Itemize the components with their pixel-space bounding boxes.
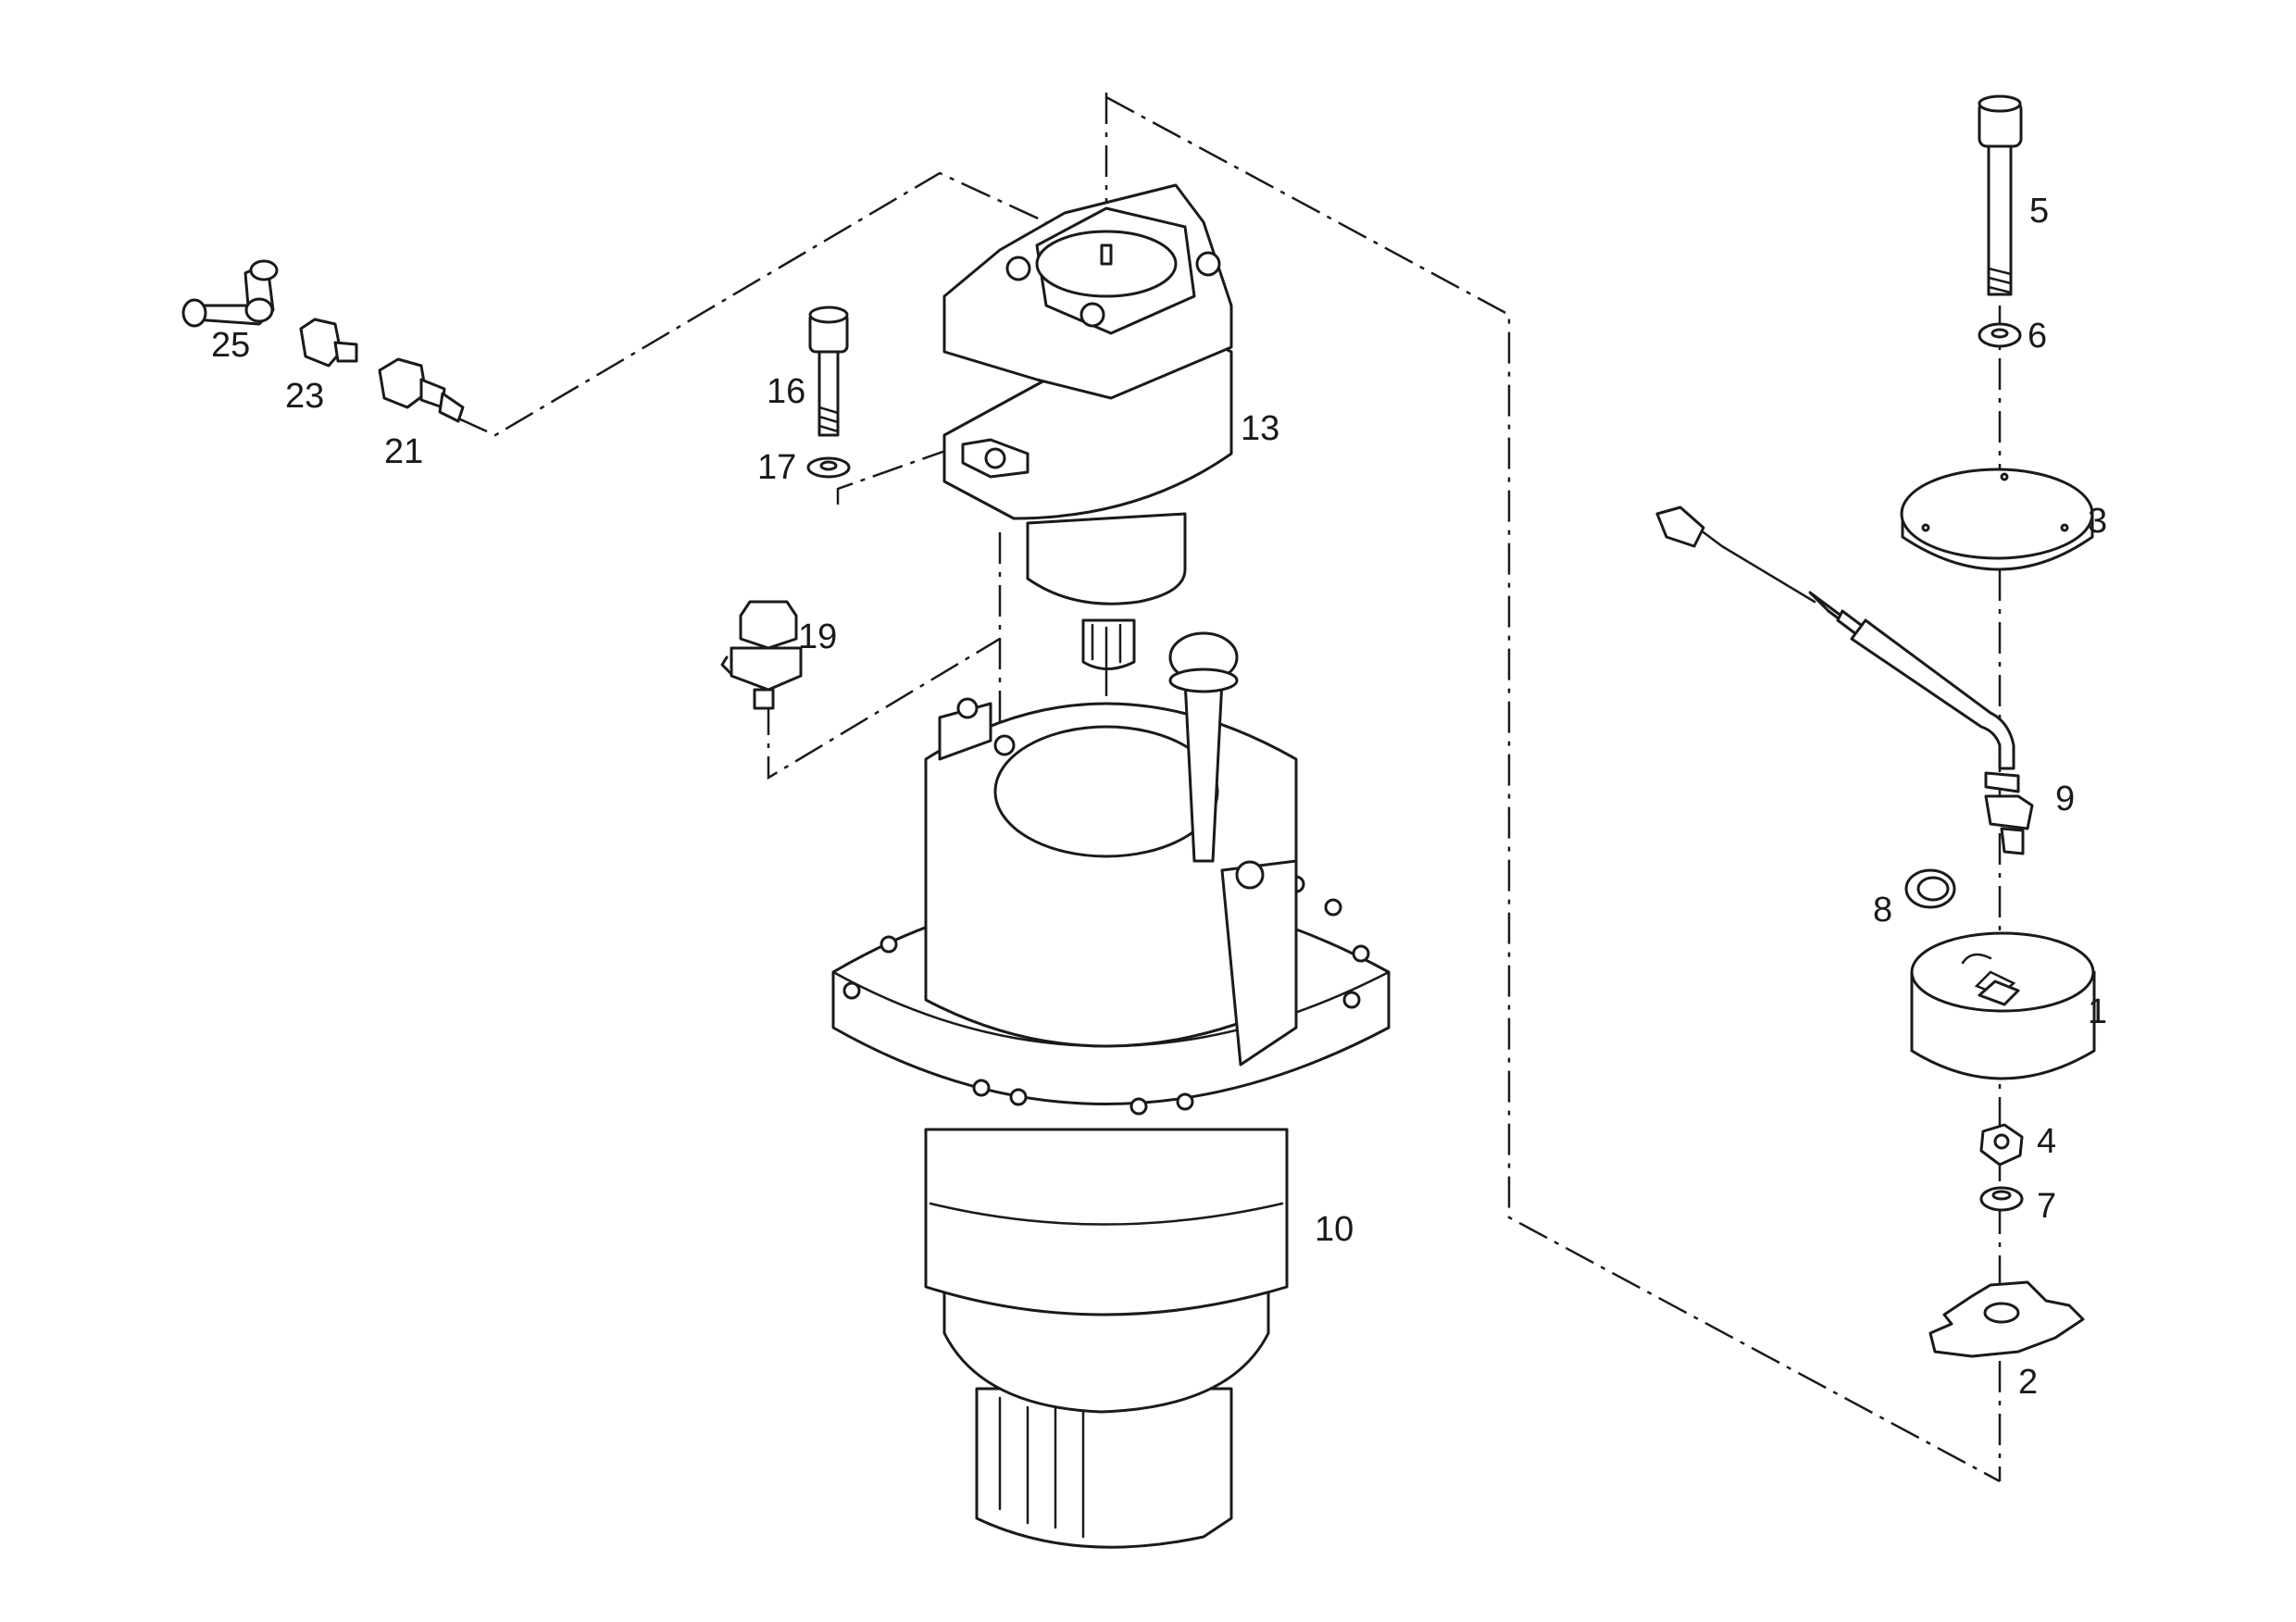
- callout-19: 19: [798, 618, 837, 656]
- sensor-cable-9: [1655, 505, 2034, 855]
- cover-plate-3: [1900, 468, 2094, 571]
- callout-2: 2: [2018, 1363, 2038, 1402]
- callout-1: 1: [2088, 992, 2107, 1031]
- callout-7: 7: [2037, 1187, 2056, 1226]
- leader-fittings-to-motor: [457, 171, 1047, 437]
- hydraulic-motor: [942, 183, 1233, 670]
- sleeve-1: [1910, 931, 2096, 1080]
- callout-8: 8: [1873, 891, 1892, 930]
- plug-8: [1904, 868, 1956, 909]
- motor-bolt-16: [808, 306, 849, 437]
- callout-23: 23: [285, 377, 324, 416]
- elbow-21: [378, 357, 465, 423]
- callout-4: 4: [2037, 1122, 2056, 1161]
- washer-17: [806, 456, 851, 479]
- gearbox-housing: [831, 631, 1391, 1549]
- washer-7: [1979, 1186, 2024, 1212]
- mounting-bracket-2: [1928, 1280, 2085, 1358]
- callout-3: 3: [2088, 502, 2107, 541]
- callout-16: 16: [767, 372, 805, 411]
- leader-frame-big: [1105, 95, 2001, 1483]
- vent-fitting-19: [720, 600, 803, 710]
- callout-5: 5: [2029, 192, 2049, 231]
- adapter-23: [299, 318, 358, 368]
- callout-21: 21: [384, 432, 423, 471]
- callout-25: 25: [211, 326, 250, 365]
- callout-10: 10: [1315, 1210, 1354, 1249]
- callout-6: 6: [2028, 317, 2047, 356]
- callout-17: 17: [757, 448, 796, 487]
- tee-fitting-25: [181, 259, 279, 328]
- leader-vent-19: [767, 637, 1001, 780]
- flange-bolts: [842, 875, 1370, 1116]
- callout-labels: 1 2 3 4 5 6 7 8 9 10 13 16 17 19 21 23 2…: [211, 192, 2107, 1402]
- callout-13: 13: [1241, 409, 1279, 448]
- callout-9: 9: [2055, 780, 2075, 818]
- leader-washer-17: [836, 438, 978, 505]
- bolt-5: [1978, 94, 2023, 296]
- nut-4: [1979, 1123, 2024, 1167]
- lock-washer-6: [1978, 322, 2022, 348]
